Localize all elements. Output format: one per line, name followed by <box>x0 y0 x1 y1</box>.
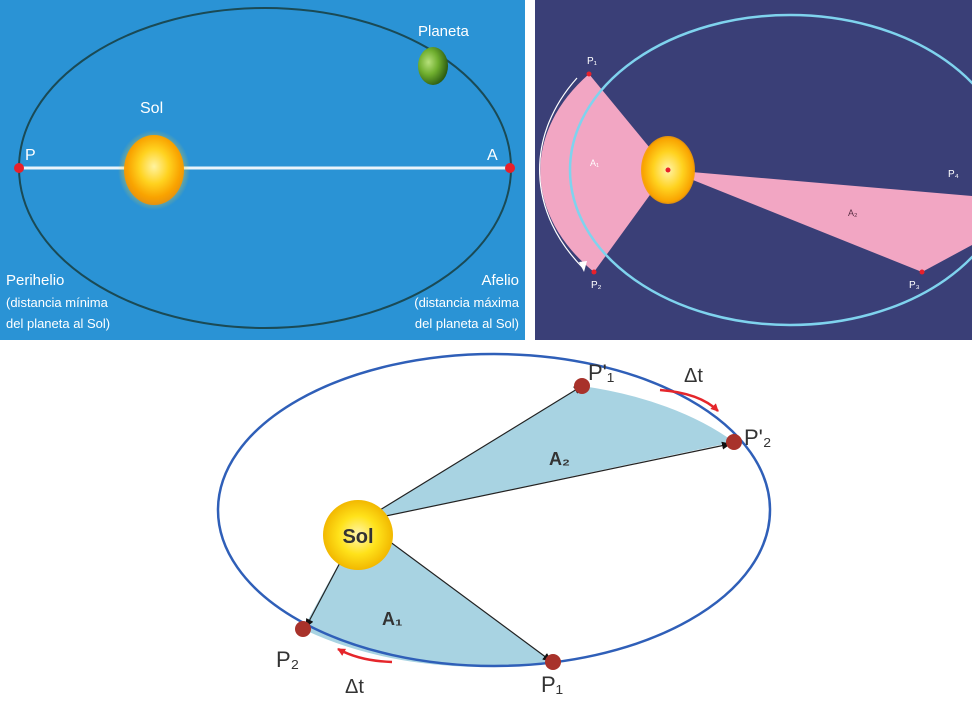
radius-to-p1 <box>361 520 552 662</box>
perihelion-title: Perihelio <box>6 272 64 289</box>
motion-arrowhead <box>579 261 587 272</box>
dt-bottom-label: Δt <box>345 676 364 698</box>
perihelion-dot <box>14 163 24 173</box>
p2-label: P₂ <box>591 280 602 291</box>
p1-prime-dot <box>574 378 590 394</box>
p1-dot <box>545 654 561 670</box>
equal-areas-dark-panel: P₁ P₂ P₃ P₄ A₁ A₂ <box>535 0 972 340</box>
p2-label: P₂ <box>276 647 299 672</box>
equal-areas-light-diagram: Sol P'₁ P'₂ P₁ P₂ A₂ A₁ Δt Δt <box>216 352 772 698</box>
sun-icon <box>124 135 184 205</box>
p4-label: P₄ <box>948 169 959 180</box>
equal-areas-dark-diagram: P₁ P₂ P₃ P₄ A₁ A₂ <box>535 0 972 340</box>
area-a1-label: A₁ <box>382 609 402 629</box>
p1-prime-label: P'₁ <box>588 360 614 385</box>
perihelion-desc-line1: (distancia mínima <box>6 295 109 310</box>
dt-bottom-arrow <box>337 647 393 664</box>
p3-dot <box>919 269 925 275</box>
perihelion-desc-line2: del planeta al Sol) <box>6 316 110 331</box>
aphelion-title: Afelio <box>481 272 519 289</box>
orbit-ellipse <box>568 13 972 327</box>
radius-to-p2-prime <box>361 441 731 522</box>
area-a2-sector <box>668 170 972 272</box>
radius-to-p1-prime <box>361 385 583 522</box>
aphelion-point-label: A <box>487 147 498 164</box>
aphelion-dot <box>505 163 515 173</box>
area-a1-label: A₁ <box>590 158 599 168</box>
p1-label: P₁ <box>541 672 563 697</box>
area-a2-label: A₂ <box>549 449 570 469</box>
perihelion-aphelion-panel: Sol Planeta P A Perihelio (distancia mín… <box>0 0 525 340</box>
motion-arc <box>539 77 584 269</box>
planet-icon <box>418 47 448 85</box>
area-a2-sector <box>362 386 734 521</box>
p1-label: P₁ <box>587 56 598 67</box>
panel1-background <box>0 0 525 340</box>
dt-top-arrow <box>659 388 719 412</box>
area-a2-label: A₂ <box>848 208 858 218</box>
dt-top-label: Δt <box>684 365 703 387</box>
p3-label: P₃ <box>909 280 920 291</box>
aphelion-desc-line2: del planeta al Sol) <box>415 316 519 331</box>
orbit-ellipse <box>216 352 772 668</box>
area-a1-sector <box>540 74 668 272</box>
equal-areas-light-panel: Sol P'₁ P'₂ P₁ P₂ A₂ A₁ Δt Δt <box>0 345 972 700</box>
p2-dot <box>591 269 597 275</box>
sun-label: Sol <box>140 100 163 117</box>
p2-prime-label: P'₂ <box>744 425 771 450</box>
p1-dot <box>586 71 592 77</box>
p2-dot <box>295 621 311 637</box>
aphelion-desc-line1: (distancia máxima <box>414 295 520 310</box>
p2-prime-dot <box>726 434 742 450</box>
perihelion-aphelion-diagram: Sol Planeta P A Perihelio (distancia mín… <box>0 0 525 340</box>
planet-label: Planeta <box>418 23 470 40</box>
focus-dot <box>665 167 671 173</box>
perihelion-point-label: P <box>25 147 36 164</box>
sun-icon <box>323 500 393 570</box>
sun-label: Sol <box>342 526 373 548</box>
